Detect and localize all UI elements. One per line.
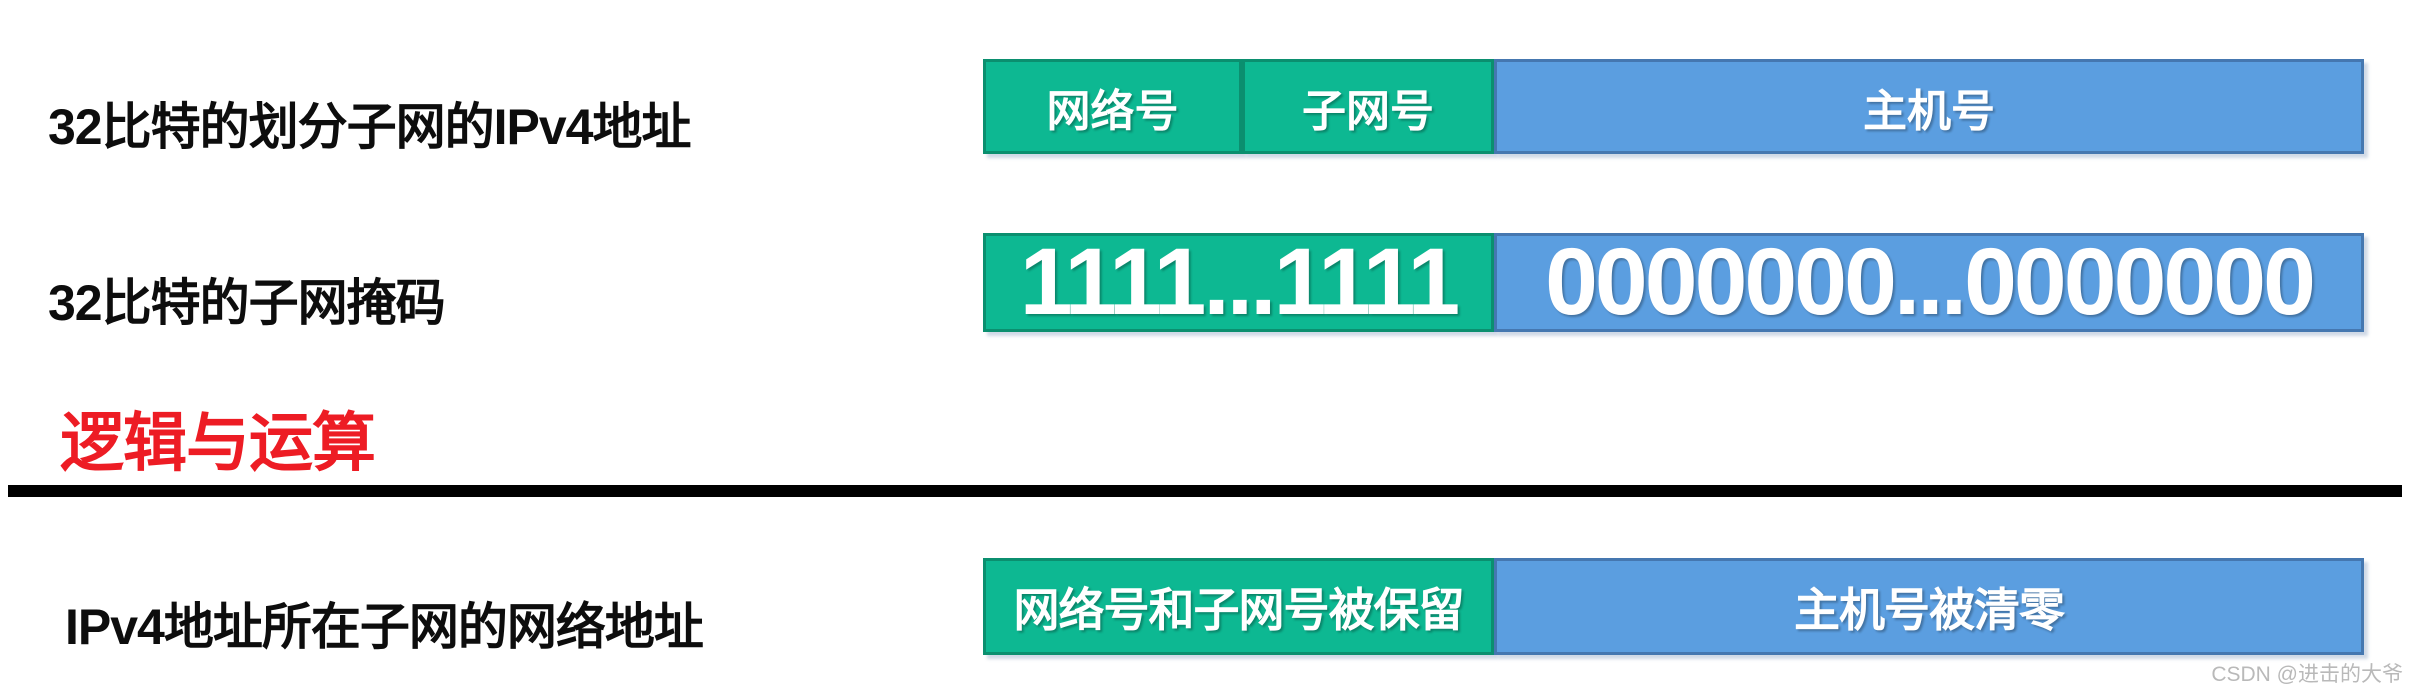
ipv4-address-row-label: 32比特的划分子网的IPv4地址	[48, 98, 691, 155]
network-number-segment: 网络号	[983, 59, 1242, 154]
subnet-mask-bar: 1111...1111 0000000...0000000	[983, 229, 2364, 335]
preserved-bits-segment: 网络号和子网号被保留	[983, 558, 1494, 655]
mask-ones-value: 1111...1111	[1019, 229, 1460, 335]
mask-zeros-value: 0000000...0000000	[1545, 229, 2316, 335]
cleared-bits-segment: 主机号被清零	[1494, 558, 2364, 655]
network-address-row-label: IPv4地址所在子网的网络地址	[65, 598, 704, 655]
subnet-number-segment: 子网号	[1242, 59, 1494, 154]
network-number-label: 网络号	[1046, 86, 1179, 136]
csdn-watermark: CSDN @进击的大爷	[2211, 663, 2403, 686]
subnet-number-label: 子网号	[1302, 86, 1434, 136]
ipv4-address-bar: 网络号 子网号 主机号	[983, 59, 2364, 154]
subnet-mask-row-label: 32比特的子网掩码	[48, 274, 446, 331]
mask-ones-segment: 1111...1111	[983, 229, 1494, 335]
host-number-segment: 主机号	[1494, 59, 2364, 154]
mask-zeros-segment: 0000000...0000000	[1494, 229, 2364, 335]
host-number-label: 主机号	[1863, 86, 1995, 136]
cleared-bits-label: 主机号被清零	[1794, 583, 2065, 636]
divider-line	[8, 485, 2402, 497]
network-address-bar: 网络号和子网号被保留 主机号被清零	[983, 558, 2364, 655]
logical-and-operation-label: 逻辑与运算	[60, 407, 376, 479]
preserved-bits-label: 网络号和子网号被保留	[1013, 583, 1465, 636]
